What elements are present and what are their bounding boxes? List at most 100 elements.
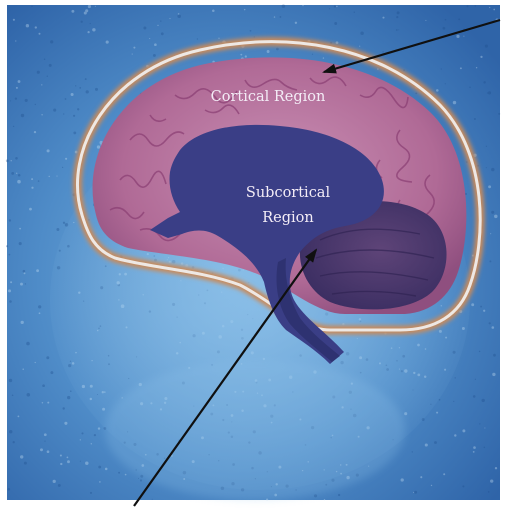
texture-speck — [35, 362, 36, 363]
texture-speck — [90, 492, 92, 494]
texture-speck — [177, 14, 181, 18]
texture-speck — [11, 160, 12, 161]
texture-speck — [46, 356, 49, 359]
texture-speck — [412, 451, 413, 452]
texture-speck — [282, 4, 285, 7]
texture-speck — [25, 283, 26, 284]
texture-speck — [485, 45, 488, 48]
texture-speck — [86, 90, 89, 93]
texture-speck — [425, 443, 428, 446]
texture-speck — [244, 9, 245, 10]
texture-speck — [486, 167, 487, 168]
texture-speck — [65, 158, 67, 160]
texture-speck — [49, 176, 50, 177]
texture-speck — [13, 126, 14, 127]
texture-speck — [498, 113, 500, 115]
texture-speck — [479, 423, 480, 424]
texture-speck — [47, 149, 50, 152]
texture-speck — [47, 450, 50, 453]
texture-speck — [492, 373, 495, 376]
texture-speck — [484, 447, 486, 449]
cortical-region-label: Cortical Region — [211, 89, 326, 105]
texture-speck — [12, 395, 14, 397]
texture-speck — [18, 416, 20, 418]
texture-speck — [469, 86, 471, 88]
texture-speck — [20, 455, 23, 458]
texture-speck — [161, 32, 164, 35]
texture-speck — [11, 172, 14, 175]
texture-speck — [312, 54, 313, 55]
texture-speck — [382, 51, 383, 52]
texture-speck — [17, 180, 21, 184]
texture-speck — [56, 176, 57, 177]
texture-speck — [493, 9, 495, 11]
texture-speck — [75, 85, 76, 86]
texture-speck — [489, 260, 491, 262]
texture-speck — [75, 151, 78, 154]
texture-speck — [7, 488, 10, 491]
texture-speck — [295, 22, 297, 24]
texture-speck — [125, 474, 127, 476]
texture-speck — [70, 390, 72, 392]
subcortical-region-label-line2: Region — [262, 210, 314, 226]
texture-speck — [79, 87, 81, 89]
texture-speck — [445, 19, 447, 21]
texture-speck — [71, 10, 74, 13]
texture-speck — [453, 101, 456, 104]
texture-speck — [493, 354, 496, 357]
texture-speck — [425, 20, 426, 21]
texture-speck — [488, 185, 491, 188]
texture-speck — [490, 479, 493, 482]
texture-speck — [462, 429, 465, 432]
texture-speck — [85, 461, 88, 464]
texture-speck — [85, 9, 88, 12]
texture-speck — [29, 208, 32, 211]
texture-speck — [481, 399, 484, 402]
texture-speck — [431, 485, 432, 486]
texture-speck — [67, 460, 70, 463]
texture-speck — [19, 242, 22, 245]
texture-speck — [9, 300, 12, 303]
texture-speck — [67, 396, 70, 399]
texture-speck — [490, 233, 491, 234]
texture-speck — [8, 289, 11, 292]
texture-speck — [98, 427, 100, 429]
texture-speck — [250, 30, 252, 32]
texture-speck — [466, 5, 468, 7]
texture-speck — [360, 32, 364, 36]
texture-speck — [494, 215, 497, 218]
texture-speck — [118, 472, 120, 474]
texture-speck — [98, 466, 101, 469]
texture-speck — [73, 132, 76, 135]
texture-speck — [475, 379, 476, 380]
texture-speck — [484, 428, 485, 429]
texture-speck — [336, 6, 338, 8]
texture-speck — [491, 211, 494, 214]
texture-speck — [132, 54, 133, 55]
texture-speck — [492, 326, 495, 329]
texture-speck — [479, 351, 481, 353]
texture-speck — [13, 19, 15, 21]
texture-speck — [19, 228, 21, 230]
texture-speck — [336, 41, 339, 44]
texture-speck — [276, 48, 279, 51]
texture-speck — [85, 78, 87, 80]
texture-speck — [88, 5, 91, 8]
texture-speck — [436, 89, 439, 92]
texture-speck — [197, 38, 198, 39]
texture-speck — [27, 393, 31, 397]
texture-speck — [460, 67, 462, 69]
texture-speck — [138, 478, 139, 479]
texture-speck — [149, 38, 150, 39]
texture-speck — [15, 157, 18, 160]
texture-speck — [35, 104, 36, 105]
texture-speck — [323, 57, 324, 58]
texture-speck — [90, 23, 91, 24]
texture-speck — [458, 18, 460, 20]
texture-speck — [9, 219, 11, 221]
texture-speck — [26, 24, 29, 27]
texture-speck — [80, 461, 81, 462]
texture-speck — [44, 58, 45, 59]
texture-speck — [434, 441, 437, 444]
